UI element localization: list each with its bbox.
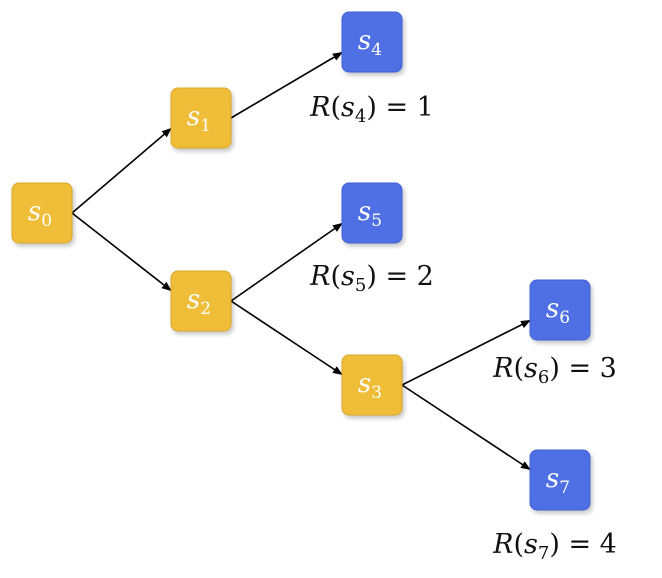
node-label-s1: s1: [187, 102, 211, 136]
edge-s0-s1: [71, 127, 172, 214]
node-box-s5: [341, 182, 403, 244]
node-box-s3: [341, 354, 403, 416]
reward-label-s6: R(s6) = 3: [492, 353, 617, 388]
node-label-s2: s2: [187, 285, 211, 319]
node-s7: s7: [529, 449, 591, 511]
edge-s3-s7: [401, 384, 531, 471]
node-label-s7: s7: [546, 464, 570, 498]
node-box-s2: [170, 270, 232, 332]
node-s2: s2: [170, 270, 232, 332]
rewards: R(s4) = 1 R(s5) = 2 R(s6) = 3 R(s7) = 4: [309, 92, 617, 564]
reward-label-s7: R(s7) = 4: [492, 529, 617, 564]
node-s5: s5: [341, 182, 403, 244]
node-box-s7: [529, 449, 591, 511]
edge-s3-s6: [401, 319, 531, 386]
node-label-s0: s0: [28, 197, 52, 231]
reward-label-s4: R(s4) = 1: [309, 92, 434, 127]
node-label-s6: s6: [546, 294, 570, 328]
node-label-s5: s5: [358, 197, 382, 231]
node-s0: s0: [11, 182, 73, 244]
edge-s2-s5: [230, 222, 343, 302]
node-s6: s6: [529, 279, 591, 341]
node-s1: s1: [170, 87, 232, 149]
node-box-s1: [170, 87, 232, 149]
nodes: s0 s1 s2 s3 s4 s5 s6 s7: [11, 11, 591, 511]
node-label-s4: s4: [358, 26, 382, 60]
node-s4: s4: [341, 11, 403, 73]
node-label-s3: s3: [358, 369, 382, 403]
node-s3: s3: [341, 354, 403, 416]
node-box-s4: [341, 11, 403, 73]
node-box-s0: [11, 182, 73, 244]
edges: [71, 51, 531, 471]
edge-s2-s3: [230, 300, 343, 376]
edge-s1-s4: [230, 51, 343, 119]
reward-label-s5: R(s5) = 2: [309, 261, 434, 296]
edge-s0-s2: [71, 212, 172, 292]
node-box-s6: [529, 279, 591, 341]
